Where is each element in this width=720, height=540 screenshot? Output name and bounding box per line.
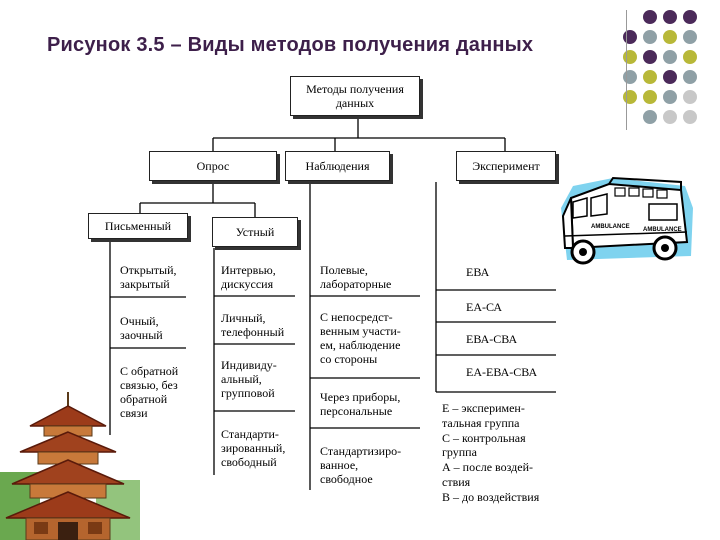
svg-text:AMBULANCE: AMBULANCE bbox=[591, 224, 630, 230]
divider-line bbox=[626, 10, 627, 130]
root-node: Методы получения данных bbox=[290, 76, 420, 116]
experiment-item-4: ЕА-ЕВА-СВА bbox=[466, 365, 538, 379]
written-item-3: С обратной связью, без обратной связи bbox=[120, 364, 179, 420]
survey-node: Опрос bbox=[149, 151, 277, 181]
ambulance-icon: AMBULANCE AMBULANCE bbox=[561, 176, 693, 265]
legend-line: А – после воздей- bbox=[442, 460, 533, 475]
legend-line: С – контрольная bbox=[442, 430, 526, 445]
experiment-item-1: ЕВА bbox=[466, 265, 490, 279]
written-node: Письменный bbox=[88, 213, 188, 239]
written-item-2: Очный, заочный bbox=[120, 314, 163, 342]
experiment-item-2: ЕА-СА bbox=[466, 300, 503, 314]
observation-item-1: Полевые, лабораторные bbox=[320, 263, 392, 291]
legend-line: тальная группа bbox=[442, 415, 520, 430]
oral-node: Устный bbox=[212, 217, 298, 247]
pagoda-icon bbox=[0, 392, 140, 540]
legend-line: В – до воздействия bbox=[442, 489, 540, 504]
legend-line: ствия bbox=[442, 474, 471, 489]
observation-item-3: Через приборы, персональные bbox=[320, 390, 401, 418]
dot-row-4 bbox=[623, 70, 697, 84]
oral-item-1: Интервью, дискуссия bbox=[221, 263, 276, 291]
dot-row-6 bbox=[643, 110, 697, 124]
experiment-item-3: ЕВА-СВА bbox=[466, 332, 518, 346]
observation-node: Наблюдения bbox=[285, 151, 390, 181]
oral-item-2: Личный, телефонный bbox=[221, 311, 285, 339]
written-item-1: Открытый, закрытый bbox=[120, 263, 177, 291]
oral-item-3: Индивиду- альный, групповой bbox=[221, 358, 277, 400]
observation-item-2: С непосредст- венным участи- ем, наблюде… bbox=[320, 310, 401, 366]
svg-text:AMBULANCE: AMBULANCE bbox=[643, 227, 682, 233]
experiment-legend: Е – эксперимен- тальная группа С – контр… bbox=[442, 401, 539, 505]
legend-line: группа bbox=[442, 445, 477, 460]
observation-item-4: Стандартизиро- ванное, свободное bbox=[320, 444, 402, 486]
oral-item-4: Стандарти- зированный, свободный bbox=[221, 427, 286, 469]
legend-line: Е – эксперимен- bbox=[442, 401, 525, 415]
slide-title: Рисунок 3.5 – Виды методов получения дан… bbox=[47, 34, 534, 56]
dot-row-1 bbox=[643, 10, 697, 24]
experiment-node: Эксперимент bbox=[456, 151, 556, 181]
